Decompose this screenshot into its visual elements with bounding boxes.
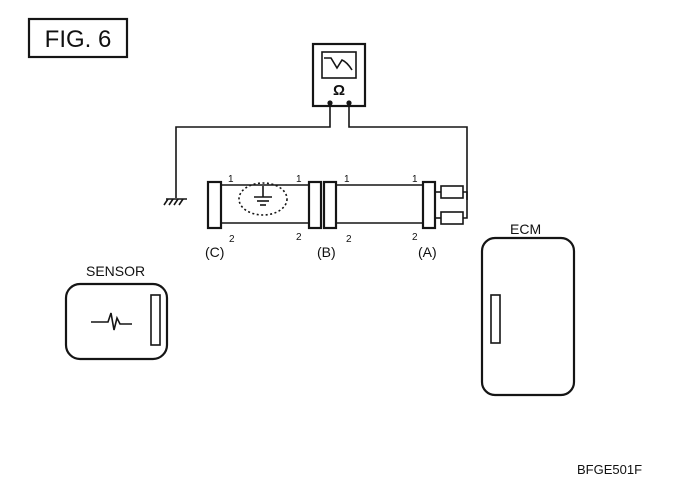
- harness-c-to-b: [221, 184, 309, 224]
- ground-icon: [254, 186, 272, 206]
- meter-terminal-right: [346, 100, 352, 106]
- figure-label-text: FIG. 6: [45, 26, 112, 53]
- ohmmeter: Ω: [311, 42, 367, 108]
- shield-circle: [238, 182, 288, 216]
- connector-b-label: (B): [317, 244, 336, 260]
- connector-c-pin2: 2: [229, 234, 235, 245]
- connector-b-pin1: 1: [344, 174, 350, 185]
- connector-a-plug-lower: [440, 211, 464, 225]
- harness-b-to-a: [336, 184, 423, 224]
- connector-c-pin1: 1: [228, 174, 234, 185]
- connector-b: 1 2 1 2 (B): [296, 174, 352, 260]
- connector-c-label: (C): [205, 244, 224, 260]
- sensor-label: SENSOR: [86, 263, 145, 279]
- connector-a: 1 2 (A): [412, 174, 468, 260]
- connector-a-pin1: 1: [412, 174, 418, 185]
- connector-c: (C) 1 2: [205, 174, 235, 260]
- connector-b-pin2: 2: [346, 234, 352, 245]
- sensor-connector: [150, 294, 161, 346]
- connector-a-plug-upper: [440, 185, 464, 199]
- chassis-ground-icon: [163, 198, 187, 206]
- connector-c-right-pin1: 1: [296, 174, 302, 185]
- figure-code: BFGE501F: [577, 462, 642, 477]
- meter-terminal-left: [327, 100, 333, 106]
- ecm: ECM: [480, 221, 576, 397]
- ohm-symbol: Ω: [333, 82, 345, 99]
- meter-lead-to-ground: [175, 104, 331, 198]
- sensor: SENSOR: [64, 263, 169, 361]
- connector-c-right-pin2: 2: [296, 232, 302, 243]
- connector-a-pin2: 2: [412, 232, 418, 243]
- sensor-signal-waveform-icon: [91, 312, 132, 331]
- meter-lead-to-connector-a: [348, 104, 468, 200]
- ecm-label: ECM: [510, 221, 541, 237]
- ecm-connector: [490, 294, 501, 344]
- connector-a-label: (A): [418, 244, 437, 260]
- figure-label: FIG. 6: [27, 17, 129, 59]
- ohmmeter-icon: [321, 51, 357, 79]
